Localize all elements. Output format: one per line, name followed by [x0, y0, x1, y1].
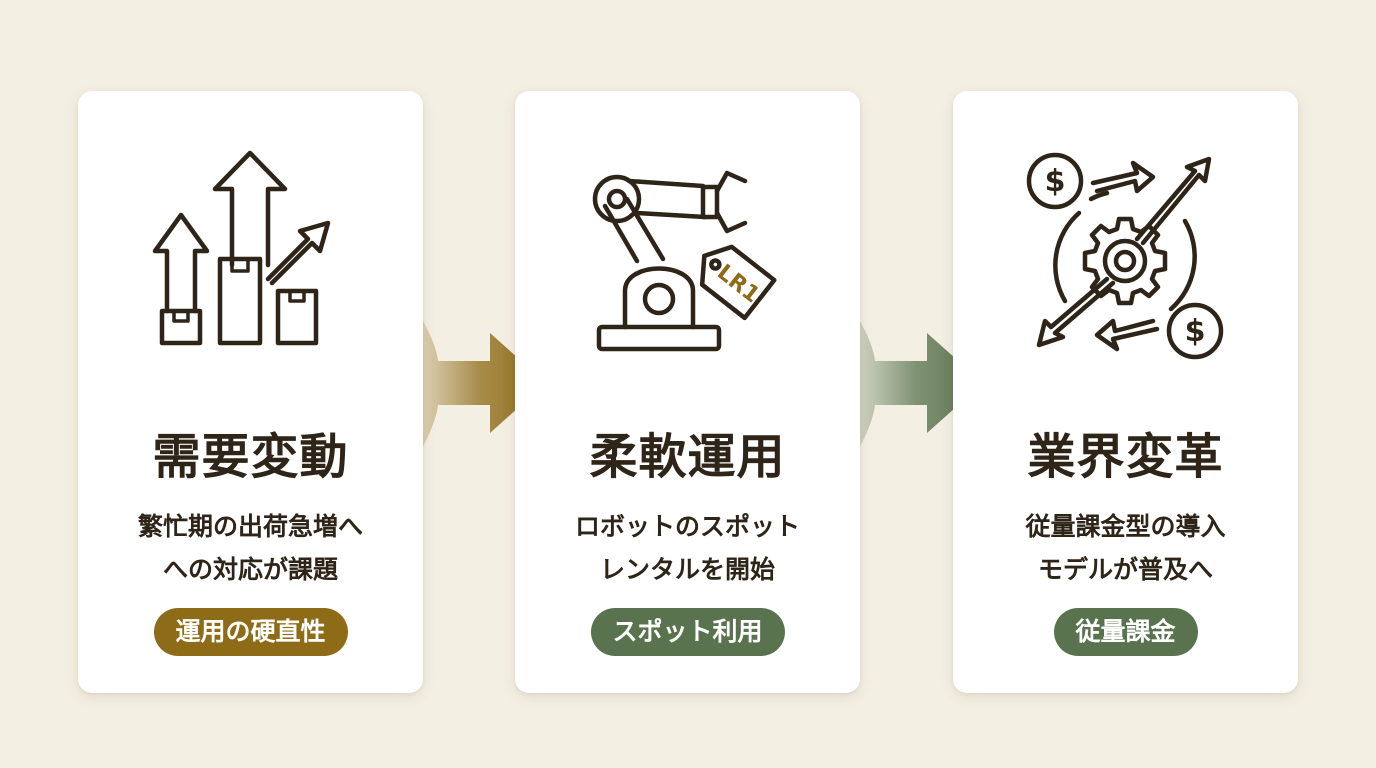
step-badge: スポット利用: [590, 608, 785, 656]
step-title: 業界変革: [1027, 429, 1224, 485]
dollar-symbol: $: [1045, 164, 1066, 199]
step-badge: 従量課金: [1053, 608, 1198, 656]
step-badge: 運用の硬直性: [153, 608, 348, 656]
step-description-line: ロボットのスポット: [574, 512, 800, 541]
step-description-line: 従量課金型の導入: [1025, 512, 1226, 541]
step-description-line: モデルが普及へ: [1037, 555, 1213, 584]
dollar-symbol: $: [1185, 314, 1206, 349]
step-description-line: への対応が課題: [162, 555, 338, 584]
rising-arrows-boxes-icon: [150, 150, 350, 351]
step-title: 柔軟運用: [589, 429, 786, 485]
step-card-demand-fluctuation: 需要変動 繁忙期の出荷急増へ への対応が課題 運用の硬直性: [78, 91, 423, 693]
step-description-line: 繁忙期の出荷急増へ: [137, 512, 363, 541]
connector-arrow-2: [835, 285, 983, 485]
step-title: 需要変動: [152, 429, 349, 485]
connector-arrow-1: [398, 285, 546, 485]
step-description: 従量課金型の導入 モデルが普及へ: [963, 505, 1288, 591]
step-description: ロボットのスポット レンタルを開始: [525, 505, 850, 591]
step-card-flexible-operation: LR1 柔軟運用 ロボットのスポット レンタルを開始 スポット利用: [515, 91, 860, 693]
gear-dollar-cycle-icon: $ $: [1025, 151, 1225, 360]
step-card-industry-transformation: $ $ 業界変革 従量課金型の導入 モデルが普及へ 従量課金: [953, 91, 1298, 693]
robot-arm-price-tag-icon: LR1: [587, 151, 787, 352]
step-description: 繁忙期の出荷急増へ への対応が課題: [88, 505, 413, 591]
step-description-line: レンタルを開始: [599, 555, 775, 584]
